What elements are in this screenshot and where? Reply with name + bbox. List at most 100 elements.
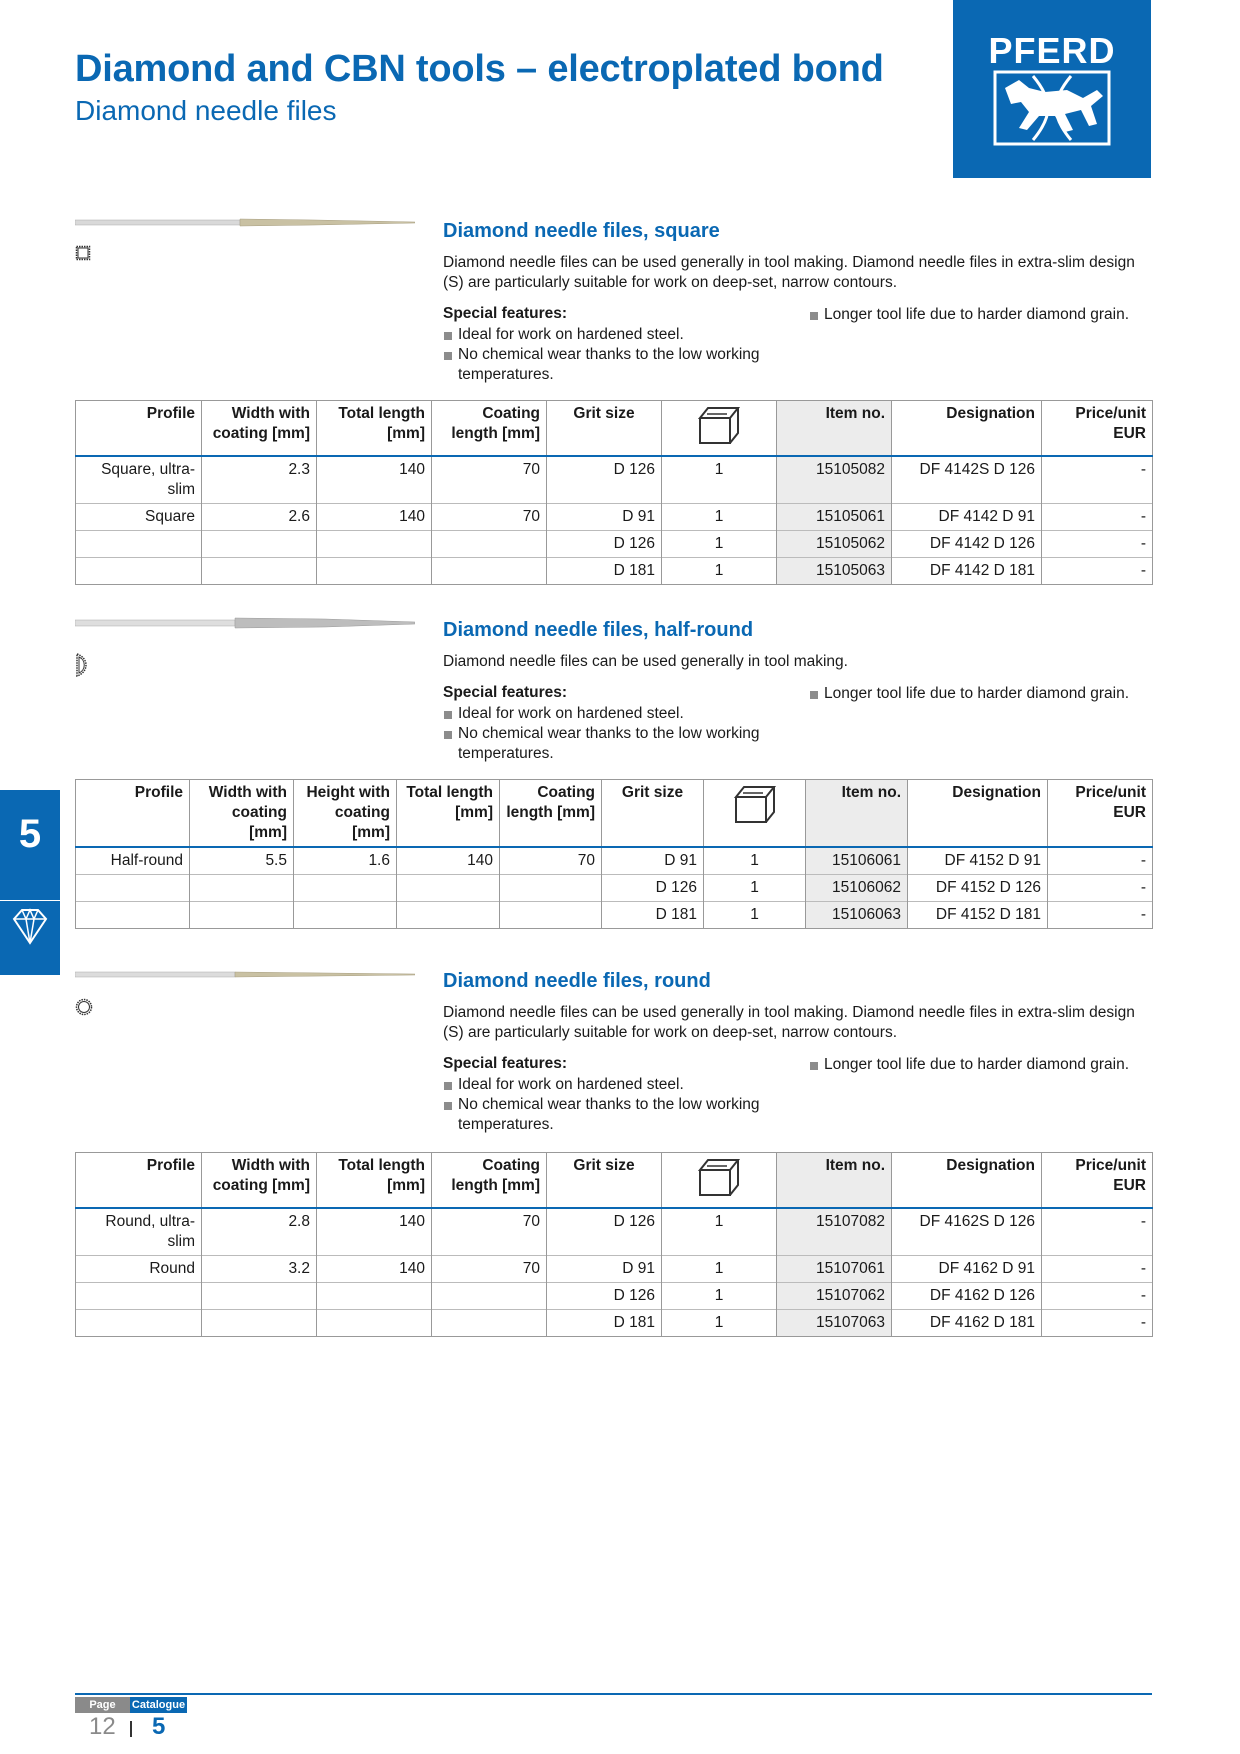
cell-grit: D 126 — [546, 1282, 662, 1310]
box-icon — [733, 786, 776, 823]
cell-designation: DF 4162 D 91 — [891, 1255, 1042, 1283]
section-description: Diamond needle files can be used general… — [443, 653, 848, 670]
cell-pack: 1 — [661, 557, 777, 585]
features-list-left: Ideal for work on hardened steel. No che… — [443, 325, 783, 385]
col-price: Price/unit EUR — [1041, 1152, 1153, 1209]
cell-pack: 1 — [661, 456, 777, 504]
cell-coating-length: 70 — [431, 1208, 547, 1256]
cell-item-no: 15106063 — [805, 901, 908, 929]
section-title: Diamond needle files, round — [443, 970, 711, 992]
cell-grit: D 91 — [601, 847, 704, 875]
cell-item-no: 15107082 — [776, 1208, 892, 1256]
cell-grit: D 181 — [601, 901, 704, 929]
table-header-row: Profile Width with coating [mm] Total le… — [75, 400, 1153, 457]
logo-text: PFERD — [988, 30, 1116, 71]
diamond-icon — [12, 908, 48, 945]
table-row: D 126 1 15107062 DF 4162 D 126 - — [75, 1282, 1153, 1310]
cell-item-no: 15105082 — [776, 456, 892, 504]
feature-item: Ideal for work on hardened steel. — [443, 704, 783, 724]
feature-item: Longer tool life due to harder diamond g… — [809, 684, 1139, 704]
col-designation: Designation — [907, 779, 1048, 848]
col-total-length: Total length [mm] — [396, 779, 500, 848]
cell-price: - — [1041, 530, 1153, 558]
cell-grit: D 181 — [546, 557, 662, 585]
cell-empty — [431, 530, 547, 558]
cell-empty — [316, 557, 432, 585]
cell-price: - — [1047, 847, 1153, 875]
cell-pack: 1 — [661, 1309, 777, 1337]
cell-grit: D 181 — [546, 1309, 662, 1337]
cell-grit: D 126 — [546, 1208, 662, 1256]
features-heading: Special features: — [443, 684, 568, 701]
cell-price: - — [1041, 1208, 1153, 1256]
footer-catalogue-label: Catalogue — [130, 1697, 187, 1713]
cell-coating-length: 70 — [499, 847, 602, 875]
cell-designation: DF 4152 D 126 — [907, 874, 1048, 902]
cell-price: - — [1041, 1255, 1153, 1283]
cell-empty — [316, 530, 432, 558]
col-grit-size: Grit size — [601, 779, 704, 848]
cell-empty — [75, 901, 190, 929]
cell-height: 1.6 — [293, 847, 397, 875]
cell-total-length: 140 — [316, 1255, 432, 1283]
feature-item: Ideal for work on hardened steel. — [443, 325, 783, 345]
cell-empty — [431, 1309, 547, 1337]
col-total-length: Total length [mm] — [316, 1152, 432, 1209]
cell-empty — [396, 901, 500, 929]
cell-coating-length: 70 — [431, 503, 547, 531]
table-header-row: Profile Width with coating [mm] Height w… — [75, 779, 1153, 848]
cell-item-no: 15106061 — [805, 847, 908, 875]
cell-pack: 1 — [661, 503, 777, 531]
cell-price: - — [1041, 557, 1153, 585]
cell-empty — [431, 557, 547, 585]
chapter-divider — [0, 900, 60, 901]
col-width: Width with coating [mm] — [201, 1152, 317, 1209]
chapter-tab[interactable]: 5 — [0, 790, 60, 975]
cell-profile: Half-round — [75, 847, 190, 875]
product-table-half-round: Profile Width with coating [mm] Height w… — [75, 779, 1153, 929]
cell-pack: 1 — [703, 874, 806, 902]
chapter-number: 5 — [18, 812, 42, 856]
features-list-right: Longer tool life due to harder diamond g… — [809, 684, 1139, 704]
cell-pack: 1 — [661, 1255, 777, 1283]
cell-total-length: 140 — [316, 1208, 432, 1256]
cell-empty — [75, 557, 202, 585]
cell-item-no: 15107062 — [776, 1282, 892, 1310]
cell-empty — [499, 901, 602, 929]
footer-catalogue-number: 5 — [152, 1713, 166, 1740]
col-price: Price/unit EUR — [1041, 400, 1153, 457]
section-title: Diamond needle files, half-round — [443, 619, 754, 641]
cell-item-no: 15105061 — [776, 503, 892, 531]
col-coating-length: Coating length [mm] — [499, 779, 602, 848]
col-width: Width with coating [mm] — [201, 400, 317, 457]
table-row: D 126 1 15106062 DF 4152 D 126 - — [75, 874, 1153, 902]
cell-empty — [201, 530, 317, 558]
feature-item: Longer tool life due to harder diamond g… — [809, 305, 1139, 325]
brand-logo: PFERD — [953, 0, 1151, 178]
cell-pack: 1 — [661, 1208, 777, 1256]
cell-pack: 1 — [703, 847, 806, 875]
cell-width: 2.3 — [201, 456, 317, 504]
col-coating-length: Coating length [mm] — [431, 400, 547, 457]
section-title: Diamond needle files, square — [443, 220, 720, 242]
table-row: Square, ultra-slim 2.3 140 70 D 126 1 15… — [75, 456, 1153, 504]
cell-total-length: 140 — [316, 503, 432, 531]
cell-grit: D 126 — [546, 456, 662, 504]
cell-designation: DF 4142 D 126 — [891, 530, 1042, 558]
table-row: D 126 1 15105062 DF 4142 D 126 - — [75, 530, 1153, 558]
col-grit-size: Grit size — [546, 400, 662, 457]
cell-empty — [189, 901, 294, 929]
cell-empty — [75, 1309, 202, 1337]
cell-empty — [201, 1282, 317, 1310]
half-round-profile-icon — [76, 652, 87, 678]
cell-designation: DF 4142 D 181 — [891, 557, 1042, 585]
cell-price: - — [1047, 874, 1153, 902]
col-width: Width with coating [mm] — [189, 779, 294, 848]
features-heading: Special features: — [443, 1055, 568, 1072]
cell-total-length: 140 — [316, 456, 432, 504]
section-round: Diamond needle files, round Diamond need… — [75, 970, 1153, 1350]
col-profile: Profile — [75, 1152, 202, 1209]
round-needle-file-image — [75, 971, 415, 978]
cell-empty — [189, 874, 294, 902]
cell-designation: DF 4152 D 181 — [907, 901, 1048, 929]
